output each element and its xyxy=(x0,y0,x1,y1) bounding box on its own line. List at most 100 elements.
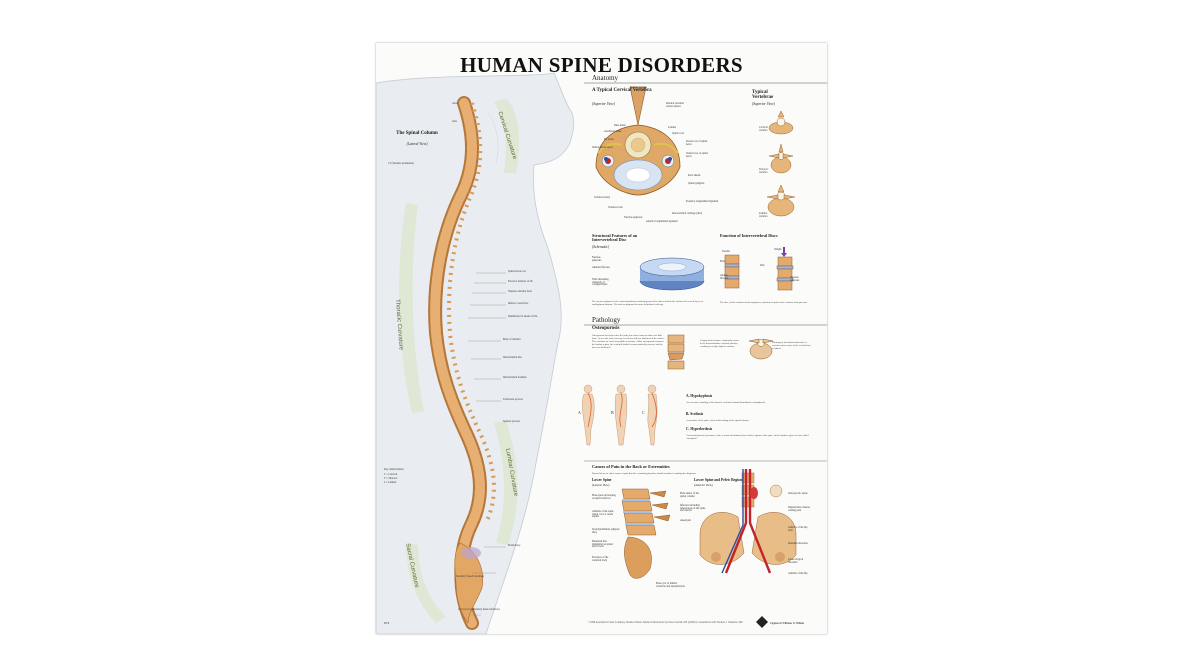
anatomy-poster: HUMAN SPINE DISORDERS The Spinal Column … xyxy=(376,43,827,634)
promontory-label: Promontory xyxy=(508,544,521,547)
typical-label-cervical: Cervical vertebra xyxy=(759,126,768,132)
spinal-column-subheading: (Lateral View) xyxy=(406,142,428,146)
c7-label: C7 (Vertebra prominens) xyxy=(388,162,414,165)
lower-spine-title: Lower Spine xyxy=(592,478,612,482)
pelvic-label-gynecological: Gynecological disorders xyxy=(788,558,804,564)
causes-intro: Shown below are other causes of pain tha… xyxy=(592,472,697,475)
abbrev-thoracic: T = Thoracic xyxy=(384,477,398,480)
causes-title: Causes of Pain in the Back or Extremitie… xyxy=(592,464,670,469)
disc-features-subtitle: (Schematic) xyxy=(592,245,610,249)
pelvic-region-title: Lower Spine and Pelvic Region xyxy=(694,478,742,482)
cervical-label-arachnoid: Arachnoid mater xyxy=(604,130,622,133)
scoliosis-description: A curvature of the spine, often with twi… xyxy=(686,419,750,422)
disc-features-title: Structural Features of an Intervertebral… xyxy=(592,233,638,243)
pelvic-label-aneurysm: Aneurysm xyxy=(680,519,691,522)
compression-fracture-text: Compression fracture: commonly occurs in… xyxy=(700,339,739,348)
disc-function-description: The disc, which contains nucleus pulposu… xyxy=(720,301,808,304)
lower-label-spondylolisthesis: Spondylolisthesis (slipped disc) xyxy=(592,528,620,534)
cervical-label-spinous: Spinous process xyxy=(630,86,647,89)
function-label-weight: Weight xyxy=(774,248,782,251)
pelvic-label-intestinal: Intestinal disorders xyxy=(788,542,808,545)
function-label-body: Body xyxy=(720,260,726,263)
cervical-label-pia: Pia mater xyxy=(604,138,614,141)
disc-description: The nucleus pulposus is the central gela… xyxy=(592,300,704,306)
function-label-disc: Disc xyxy=(760,264,765,267)
demifacets-label: Demifacets for heads of ribs xyxy=(508,315,538,318)
scoliosis-title: B. Scoliosis xyxy=(686,412,704,416)
lordosis-description: A forward (anterior) curvature of the ce… xyxy=(686,434,809,440)
typical-label-lumbar: Lumbar vertebra xyxy=(759,212,768,218)
cervical-label-disc: Intervertebral cartilage (disc) xyxy=(672,212,703,215)
cervical-label-root-sheath: Root sheath xyxy=(688,174,701,177)
lordosis-title: C. Hyperlordosis xyxy=(686,427,713,431)
lower-label-herniated: Herniated disc impinging on spinal nerve… xyxy=(592,540,613,549)
cervical-label-subarachnoid: Subarachnoid space xyxy=(592,146,613,149)
disc-function-title: Function of Intervertebral Discs xyxy=(720,233,778,238)
poster-title: HUMAN SPINE DISORDERS xyxy=(460,53,743,77)
kyphosis-description: An excessive rounding of the thoracic ve… xyxy=(686,401,766,404)
abbrev-cervical: C = Cervical xyxy=(384,473,398,476)
pelvic-label-infection: Infection including tuberculosis of the … xyxy=(680,504,706,513)
typical-label-thoracic: Thoracic vertebra xyxy=(759,168,769,174)
cervical-label-lamina: Lamina xyxy=(668,126,676,129)
lower-label-fractures: Fractures of the vertebral body xyxy=(592,556,609,562)
pelvic-region-subtitle: (Anterior View) xyxy=(694,483,713,487)
cervical-label-dura: Dura mater xyxy=(614,124,626,127)
cervical-label-nucleus: Nucleus pulposus xyxy=(624,216,643,219)
disc-label-nucleus: Nucleus pulposus xyxy=(592,256,602,262)
spinal-nerve-label: Spinal nerve root xyxy=(508,270,526,273)
thinning-text: Thinning of horizontal trabeculae of ver… xyxy=(772,341,812,350)
anatomy-section-title: Anatomy xyxy=(592,74,619,82)
facet-rib-label: Facet for tubercle of rib xyxy=(508,280,533,283)
disc-label-fibers: Thin alternating obliquely of collagen f… xyxy=(592,278,609,287)
pelvic-label-hip-joint: Arthritis of the hip joint xyxy=(788,526,808,532)
posture-letter-a: A xyxy=(578,410,581,415)
kyphosis-title: A. Hypokyphosis xyxy=(686,394,713,398)
pelvic-label-bone-tumor: Bone tumor of the spinal column xyxy=(680,492,699,498)
cervical-vertebra-title: A Typical Cervical Vertebra xyxy=(592,88,652,93)
abbrev-lumbar: L = Lumbar xyxy=(384,481,397,484)
atlas-label: Atlas xyxy=(452,102,458,105)
lower-spine-subtitle: (Lateral View) xyxy=(592,483,610,487)
posture-letter-c: C xyxy=(642,410,645,415)
coccyx-label: Coccyx (4 rudimentary fused vertebrae) xyxy=(458,608,500,611)
copyright-footer: ©1998 Anatomical Chart Company, Skokie, … xyxy=(588,621,743,624)
cervical-label-ganglion: Spinal ganglion xyxy=(688,182,705,185)
abbrev-title: Key Abbreviations xyxy=(384,468,404,471)
lower-label-bone-cyst: Bone cyst of lumbar vertebrae and spondy… xyxy=(656,582,685,588)
spinous-process-label: Spinous process xyxy=(503,420,520,423)
posture-letter-b: B xyxy=(611,410,614,415)
inferior-facet-label: Inferior costal facet xyxy=(508,302,529,305)
function-label-normal: Normal xyxy=(722,250,730,253)
typical-vertebrae-subtitle: (Superior View) xyxy=(752,102,775,106)
foramen-label: Intervertebral foramen xyxy=(503,376,527,379)
pelvic-label-degenerative: Degenerative disease causing pain xyxy=(788,506,810,512)
pelvic-label-osteoporotic: Osteoporotic spine xyxy=(788,492,808,495)
cervical-label-ventral-root: Ventral root of spinal nerve xyxy=(686,152,708,158)
spinal-column-heading: The Spinal Column xyxy=(396,131,438,136)
cervical-label-vein: Vertebral vein xyxy=(608,206,623,209)
cervical-vertebra-subtitle: (Superior View) xyxy=(592,102,615,106)
cervical-label-dorsal-root: Dorsal root of spinal nerve xyxy=(686,140,708,146)
chart-code: 9970 xyxy=(384,622,390,625)
pelvic-label-hip: Arthritis of the hip xyxy=(788,572,808,575)
cervical-label-venous: Internal vertebral venous plexus xyxy=(666,102,684,108)
transverse-process-label: Transverse process xyxy=(503,398,523,401)
pathology-section-title: Pathology xyxy=(592,316,621,324)
disc-label-annulus: Annulus fibrosus xyxy=(592,266,610,269)
function-label-nucleus: Nucleus pulposus xyxy=(790,276,800,282)
spine-illustration xyxy=(376,72,827,634)
lower-label-arthritis: Arthritis of the spine spinal cord or ca… xyxy=(592,510,614,519)
osteoporosis-description: Osteoporosis develops when the body lose… xyxy=(592,334,665,349)
superior-process-label: Superior articular facet xyxy=(508,290,532,293)
osteoporosis-title: Osteoporosis xyxy=(592,326,620,331)
function-label-anulus: Anulus fibrosus xyxy=(720,274,729,280)
axis-label: Axis xyxy=(452,120,457,123)
publisher-logo-text: Lippincott Williams & Wilkins xyxy=(770,622,805,625)
typical-vertebrae-title: Typical Vertebrae xyxy=(752,90,774,101)
body-label: Body of vertebra xyxy=(503,338,521,341)
cervical-label-artery: Vertebral artery xyxy=(594,196,611,199)
cervical-label-posterior-ligament: Posterior longitudinal ligament xyxy=(686,200,719,203)
sacrum-label: Sacrum (5 fused vertebrae) xyxy=(456,575,485,578)
cervical-label-anterior-ligament: Anterior longitudinal ligament xyxy=(646,220,678,223)
